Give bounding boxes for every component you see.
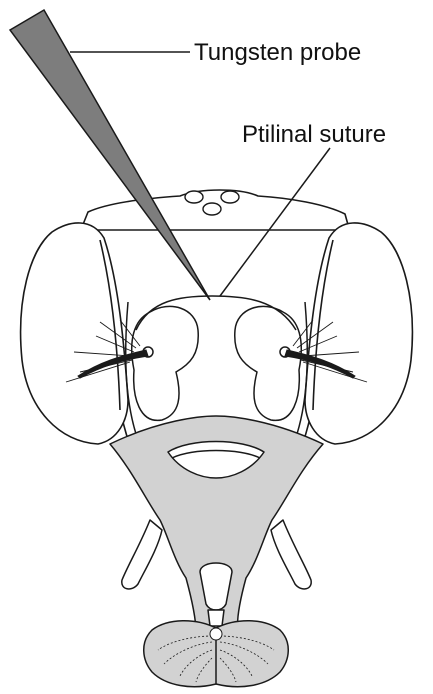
- suture-label: Ptilinal suture: [242, 121, 386, 148]
- palp-left: [122, 520, 162, 589]
- ocellus-median: [203, 203, 221, 215]
- labellum-center-ring: [210, 628, 222, 640]
- mouthparts: [110, 416, 323, 632]
- palp-right: [271, 520, 311, 589]
- ocellus-right: [221, 191, 239, 203]
- haustellum-neck: [208, 610, 224, 626]
- ocellus-left: [185, 191, 203, 203]
- probe-label: Tungsten probe: [194, 39, 361, 66]
